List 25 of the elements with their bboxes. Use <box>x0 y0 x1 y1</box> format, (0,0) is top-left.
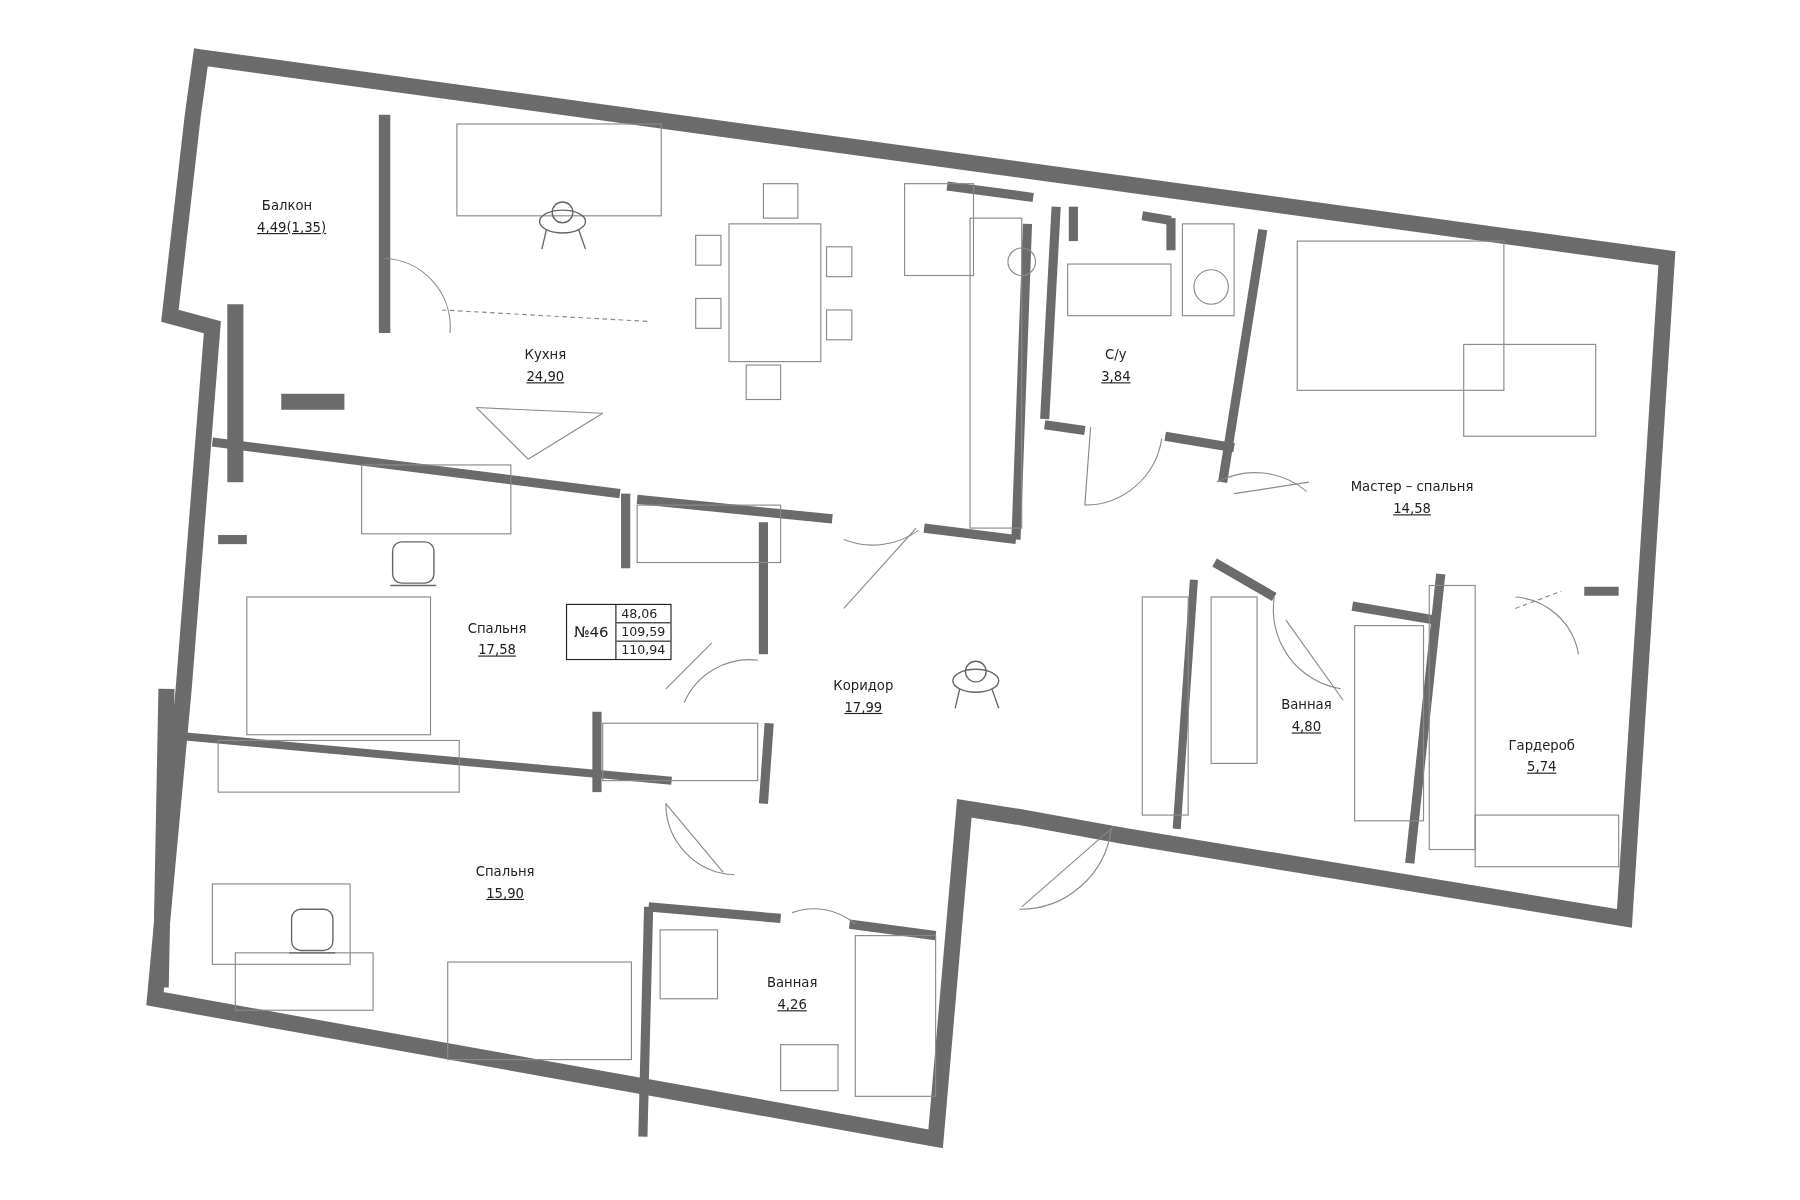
area-value: 110,94 <box>620 641 667 659</box>
area-label: 5,74 <box>1527 758 1557 775</box>
area-label: 17,99 <box>844 699 883 716</box>
area-label: 4,80 <box>1291 718 1322 735</box>
room-name: Коридор <box>833 677 894 694</box>
room-name: Гардероб <box>1508 737 1575 754</box>
area-label: 4,26 <box>777 996 807 1013</box>
room-name: Спальня <box>467 619 527 636</box>
room-name: Спальня <box>475 863 535 880</box>
apartment-number: №46 <box>567 605 617 659</box>
room-name: Кухня <box>524 346 567 363</box>
room-name: Балкон <box>261 197 313 214</box>
area-value: 109,59 <box>616 623 670 642</box>
area-value: 48,06 <box>616 605 670 624</box>
room-name: С/у <box>1105 346 1127 363</box>
area-label: 4,49(1,35) <box>257 219 327 236</box>
room-name: Мастер – спальня <box>1350 478 1474 495</box>
area-label: 3,84 <box>1101 368 1131 385</box>
room-name: Ванная <box>766 974 818 991</box>
room-name: Ванная <box>1281 696 1332 713</box>
area-label: 17,58 <box>478 641 516 658</box>
area-label: 14,58 <box>1393 500 1431 517</box>
area-label: 24,90 <box>526 368 565 385</box>
apartment-info-table <box>565 603 672 661</box>
area-label: 15,90 <box>486 885 525 902</box>
